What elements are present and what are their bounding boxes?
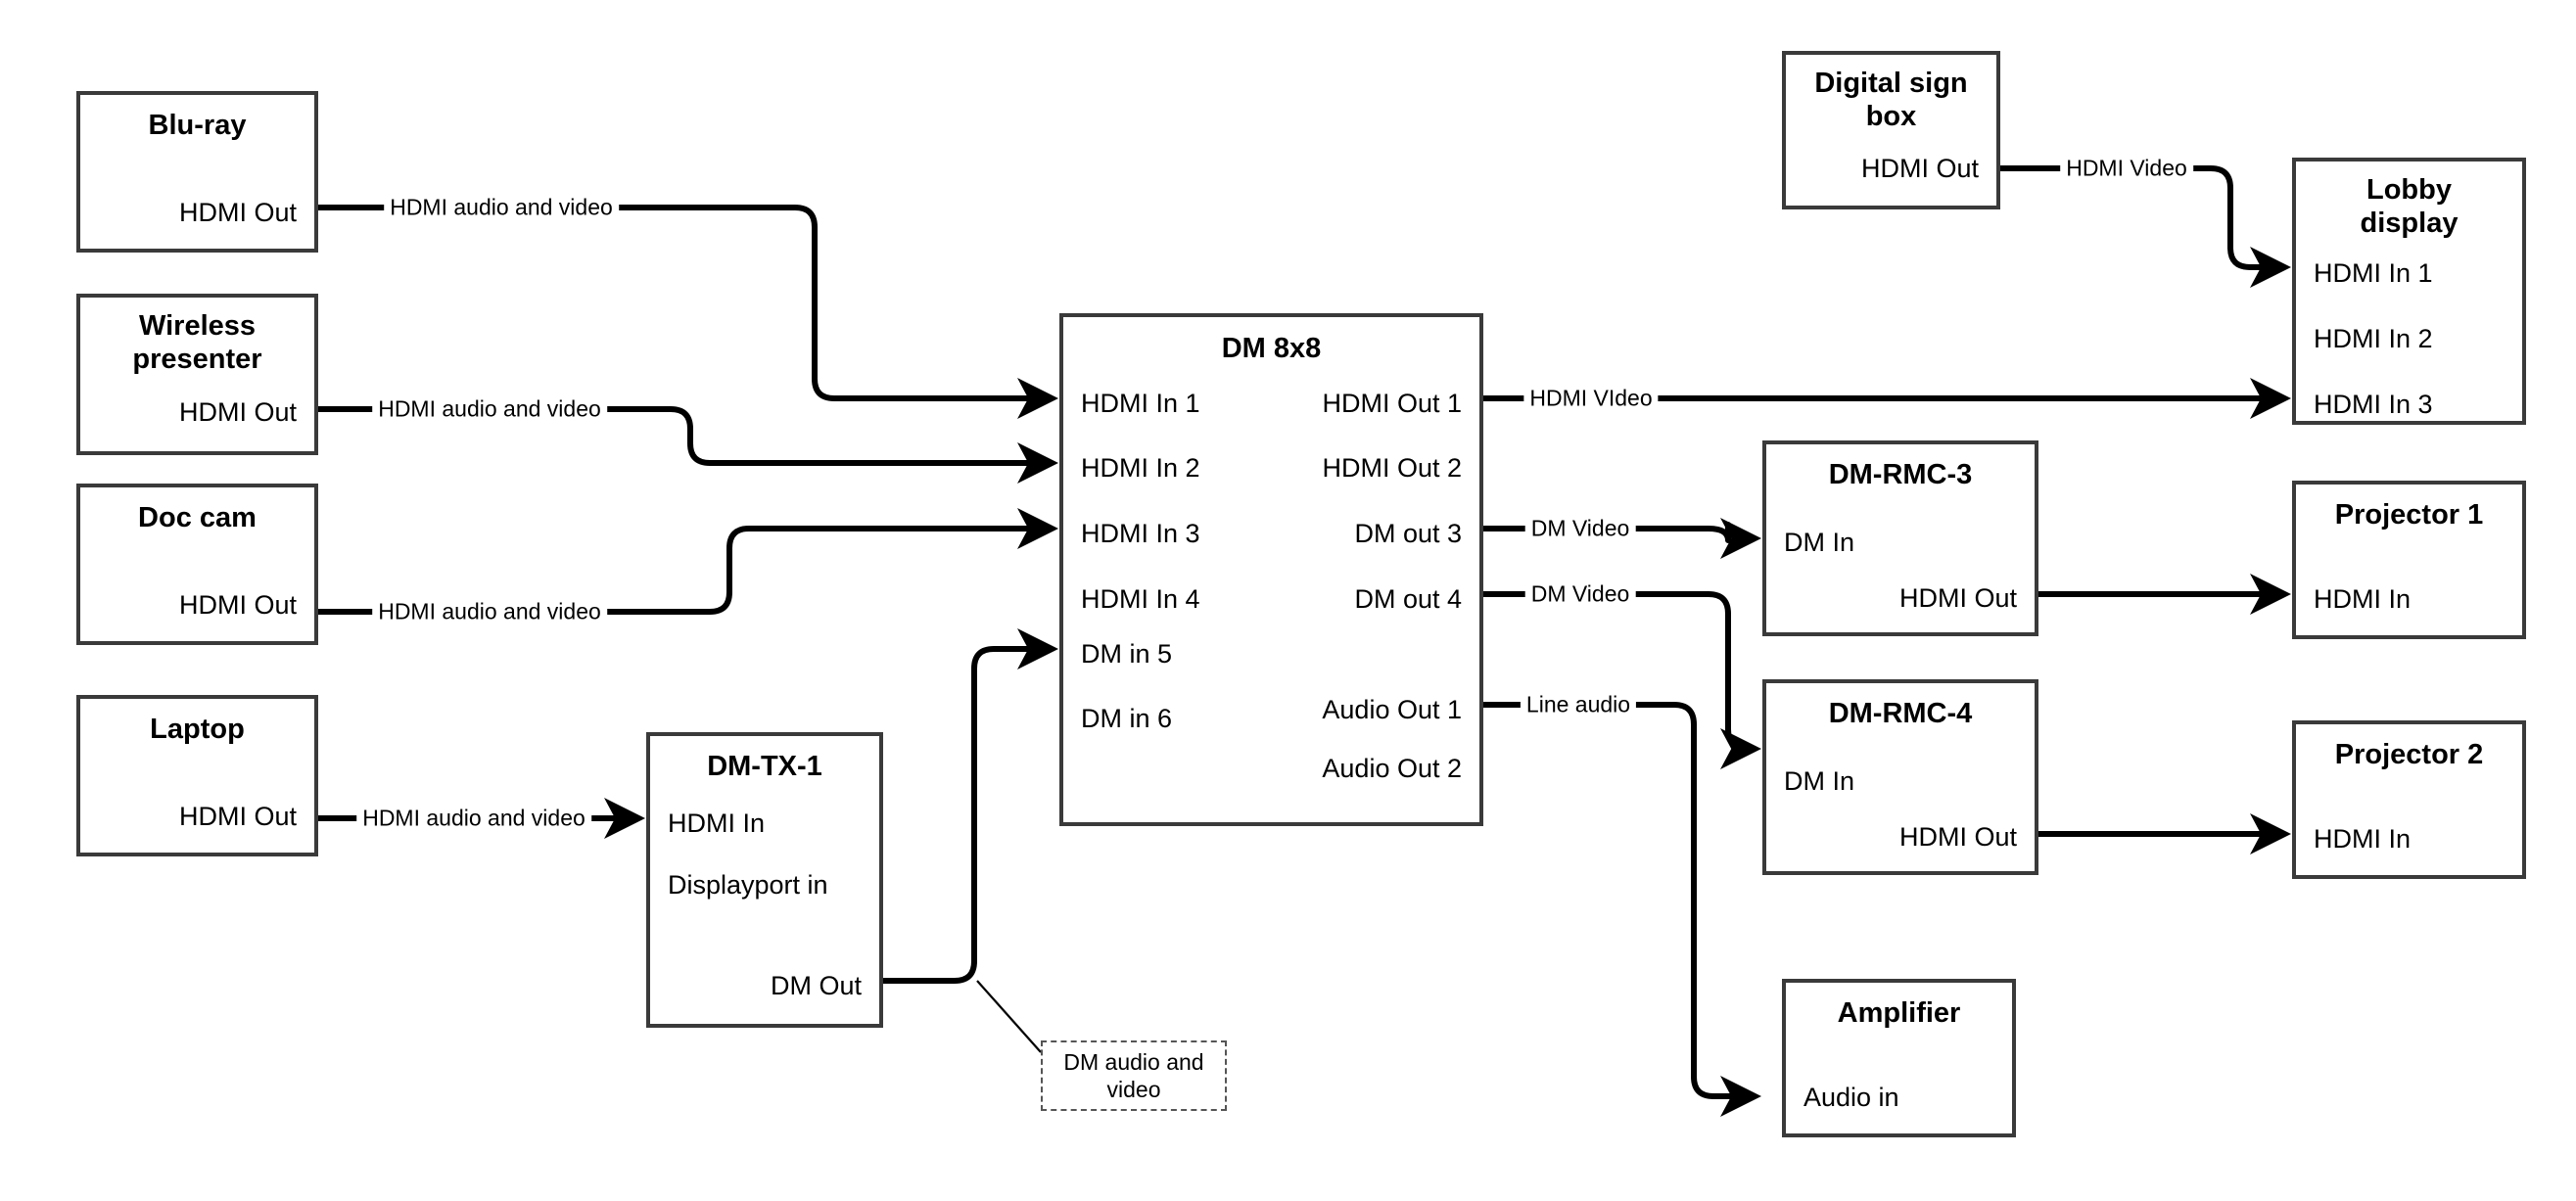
node-doc-cam-port-hdmi-out: HDMI Out (178, 590, 297, 620)
node-dm-8x8[interactable]: DM 8x8 HDMI In 1 HDMI In 2 HDMI In 3 HDM… (1059, 313, 1483, 826)
callout-leader-line (976, 980, 1042, 1053)
node-dm-rmc-4-title: DM-RMC-4 (1828, 698, 1973, 729)
node-projector-2-port-hdmi-in: HDMI In (2314, 824, 2412, 854)
node-dm-8x8-output-audio-out-2: Audio Out 2 (1322, 754, 1462, 783)
node-dm-rmc-3-port-dm-in: DM In (1784, 528, 1855, 557)
node-projector-1-port-hdmi-in: HDMI In (2314, 584, 2412, 614)
node-lobby-display-input-hdmi-in-3: HDMI In 3 (2314, 390, 2433, 419)
node-digital-sign-box[interactable]: Digital sign box HDMI Out (1782, 51, 2000, 209)
node-wireless-presenter-title: Wireless presenter (132, 310, 262, 376)
wire-label-hdmiout1-to-lobby: HDMI VIdeo (1523, 385, 1659, 412)
node-bluray-title: Blu-ray (148, 110, 247, 141)
wire-bluray-to-dm8x8 (318, 205, 1058, 419)
callout-dm-audio-and-video: DM audio and video (1041, 1040, 1227, 1111)
node-bluray-port-hdmi-out: HDMI Out (178, 198, 297, 227)
node-dm-rmc-3[interactable]: DM-RMC-3 DM In HDMI Out (1762, 440, 2038, 636)
node-projector-2[interactable]: Projector 2 HDMI In (2292, 720, 2526, 879)
node-lobby-display-input-hdmi-in-2: HDMI In 2 (2314, 324, 2433, 353)
node-dm-8x8-title: DM 8x8 (1221, 333, 1322, 364)
node-doc-cam-title: Doc cam (138, 502, 257, 533)
wire-audioout1-to-amplifier (1483, 702, 1761, 1117)
wire-label-laptop-to-dmtx1: HDMI audio and video (356, 805, 591, 832)
node-bluray[interactable]: Blu-ray HDMI Out (76, 91, 318, 253)
node-dm-rmc-3-port-hdmi-out: HDMI Out (1898, 583, 2017, 613)
node-laptop-port-hdmi-out: HDMI Out (178, 802, 297, 831)
node-dm-8x8-output-hdmi-out-1: HDMI Out 1 (1322, 389, 1462, 418)
node-dm-8x8-input-dm-in-6: DM in 6 (1081, 704, 1173, 733)
node-doc-cam[interactable]: Doc cam HDMI Out (76, 484, 318, 645)
node-dm-rmc-3-title: DM-RMC-3 (1828, 459, 1973, 490)
wire-label-dmout3-to-dmrmc3: DM Video (1524, 515, 1636, 542)
wire-digitalsign-to-lobby (2000, 165, 2291, 288)
node-dm-tx-1-port-dm-out: DM Out (770, 971, 862, 1000)
node-projector-1-title: Projector 1 (2334, 499, 2484, 531)
node-projector-1[interactable]: Projector 1 HDMI In (2292, 481, 2526, 639)
node-digital-sign-box-port-hdmi-out: HDMI Out (1860, 154, 1979, 183)
node-dm-8x8-input-hdmi-in-2: HDMI In 2 (1081, 453, 1200, 483)
wire-dmtx1-to-dm8x8 (883, 628, 1058, 984)
wire-label-bluray-to-dm8x8: HDMI audio and video (384, 194, 619, 221)
wire-label-audioout1-to-amplifier: Line audio (1520, 691, 1637, 718)
node-amplifier[interactable]: Amplifier Audio in (1782, 979, 2016, 1137)
node-laptop-title: Laptop (150, 714, 245, 745)
node-dm-tx-1[interactable]: DM-TX-1 HDMI In Displayport in DM Out (646, 732, 883, 1028)
wire-dmout4-to-dmrmc4 (1483, 591, 1761, 769)
node-projector-2-title: Projector 2 (2334, 739, 2484, 770)
node-wireless-presenter-port-hdmi-out: HDMI Out (178, 397, 297, 427)
node-dm-8x8-output-audio-out-1: Audio Out 1 (1322, 695, 1462, 724)
node-dm-tx-1-title: DM-TX-1 (707, 751, 822, 782)
node-amplifier-port-audio-in: Audio in (1803, 1083, 1899, 1112)
node-dm-rmc-4[interactable]: DM-RMC-4 DM In HDMI Out (1762, 679, 2038, 875)
node-dm-rmc-4-port-dm-in: DM In (1784, 766, 1855, 796)
node-dm-tx-1-port-hdmi-in: HDMI In (668, 808, 766, 838)
node-dm-8x8-input-hdmi-in-1: HDMI In 1 (1081, 389, 1200, 418)
node-dm-8x8-input-hdmi-in-3: HDMI In 3 (1081, 519, 1200, 548)
wire-label-wireless-to-dm8x8: HDMI audio and video (372, 395, 607, 423)
node-dm-8x8-output-hdmi-out-2: HDMI Out 2 (1322, 453, 1462, 483)
node-dm-8x8-output-dm-out-3: DM out 3 (1354, 519, 1462, 548)
node-dm-tx-1-port-displayport-in: Displayport in (668, 870, 828, 900)
node-dm-8x8-input-dm-in-5: DM in 5 (1081, 639, 1173, 669)
node-dm-rmc-4-port-hdmi-out: HDMI Out (1898, 822, 2017, 852)
node-wireless-presenter[interactable]: Wireless presenter HDMI Out (76, 294, 318, 455)
node-lobby-display-title: Lobby display (2360, 174, 2459, 240)
node-digital-sign-box-title: Digital sign box (1814, 68, 1968, 133)
node-dm-8x8-input-hdmi-in-4: HDMI In 4 (1081, 584, 1200, 614)
node-lobby-display-input-hdmi-in-1: HDMI In 1 (2314, 258, 2433, 288)
node-amplifier-title: Amplifier (1837, 997, 1961, 1029)
node-lobby-display[interactable]: Lobby display HDMI In 1 HDMI In 2 HDMI I… (2292, 158, 2526, 425)
node-laptop[interactable]: Laptop HDMI Out (76, 695, 318, 856)
wire-label-dmout4-to-dmrmc4: DM Video (1524, 580, 1636, 608)
wire-label-doccam-to-dm8x8: HDMI audio and video (372, 598, 607, 625)
wire-label-digitalsign-to-lobby: HDMI Video (2060, 155, 2193, 182)
node-dm-8x8-output-dm-out-4: DM out 4 (1354, 584, 1462, 614)
